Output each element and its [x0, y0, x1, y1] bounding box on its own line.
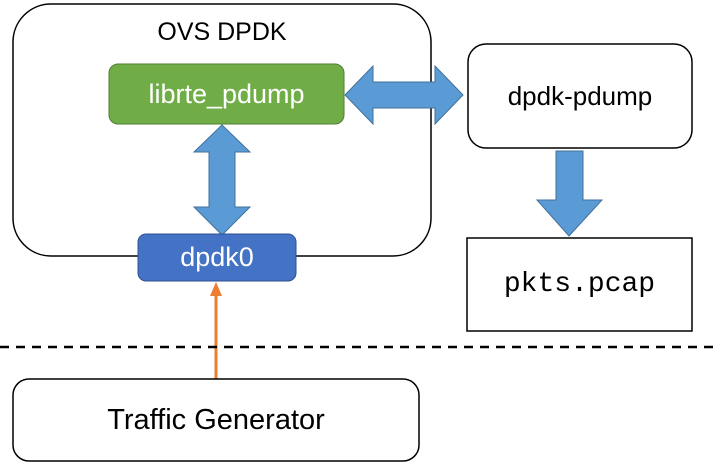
double-arrow-horizontal — [344, 64, 464, 126]
pkts-pcap-box — [466, 237, 693, 332]
arrow-down-to-pcap — [535, 150, 604, 237]
librte-pdump-box — [108, 63, 345, 125]
dpdk0-box — [137, 233, 297, 282]
traffic-generator-box — [12, 378, 420, 462]
arrow-traffic-to-dpdk0-head — [210, 282, 222, 296]
dpdk-pdump-box — [467, 43, 693, 149]
